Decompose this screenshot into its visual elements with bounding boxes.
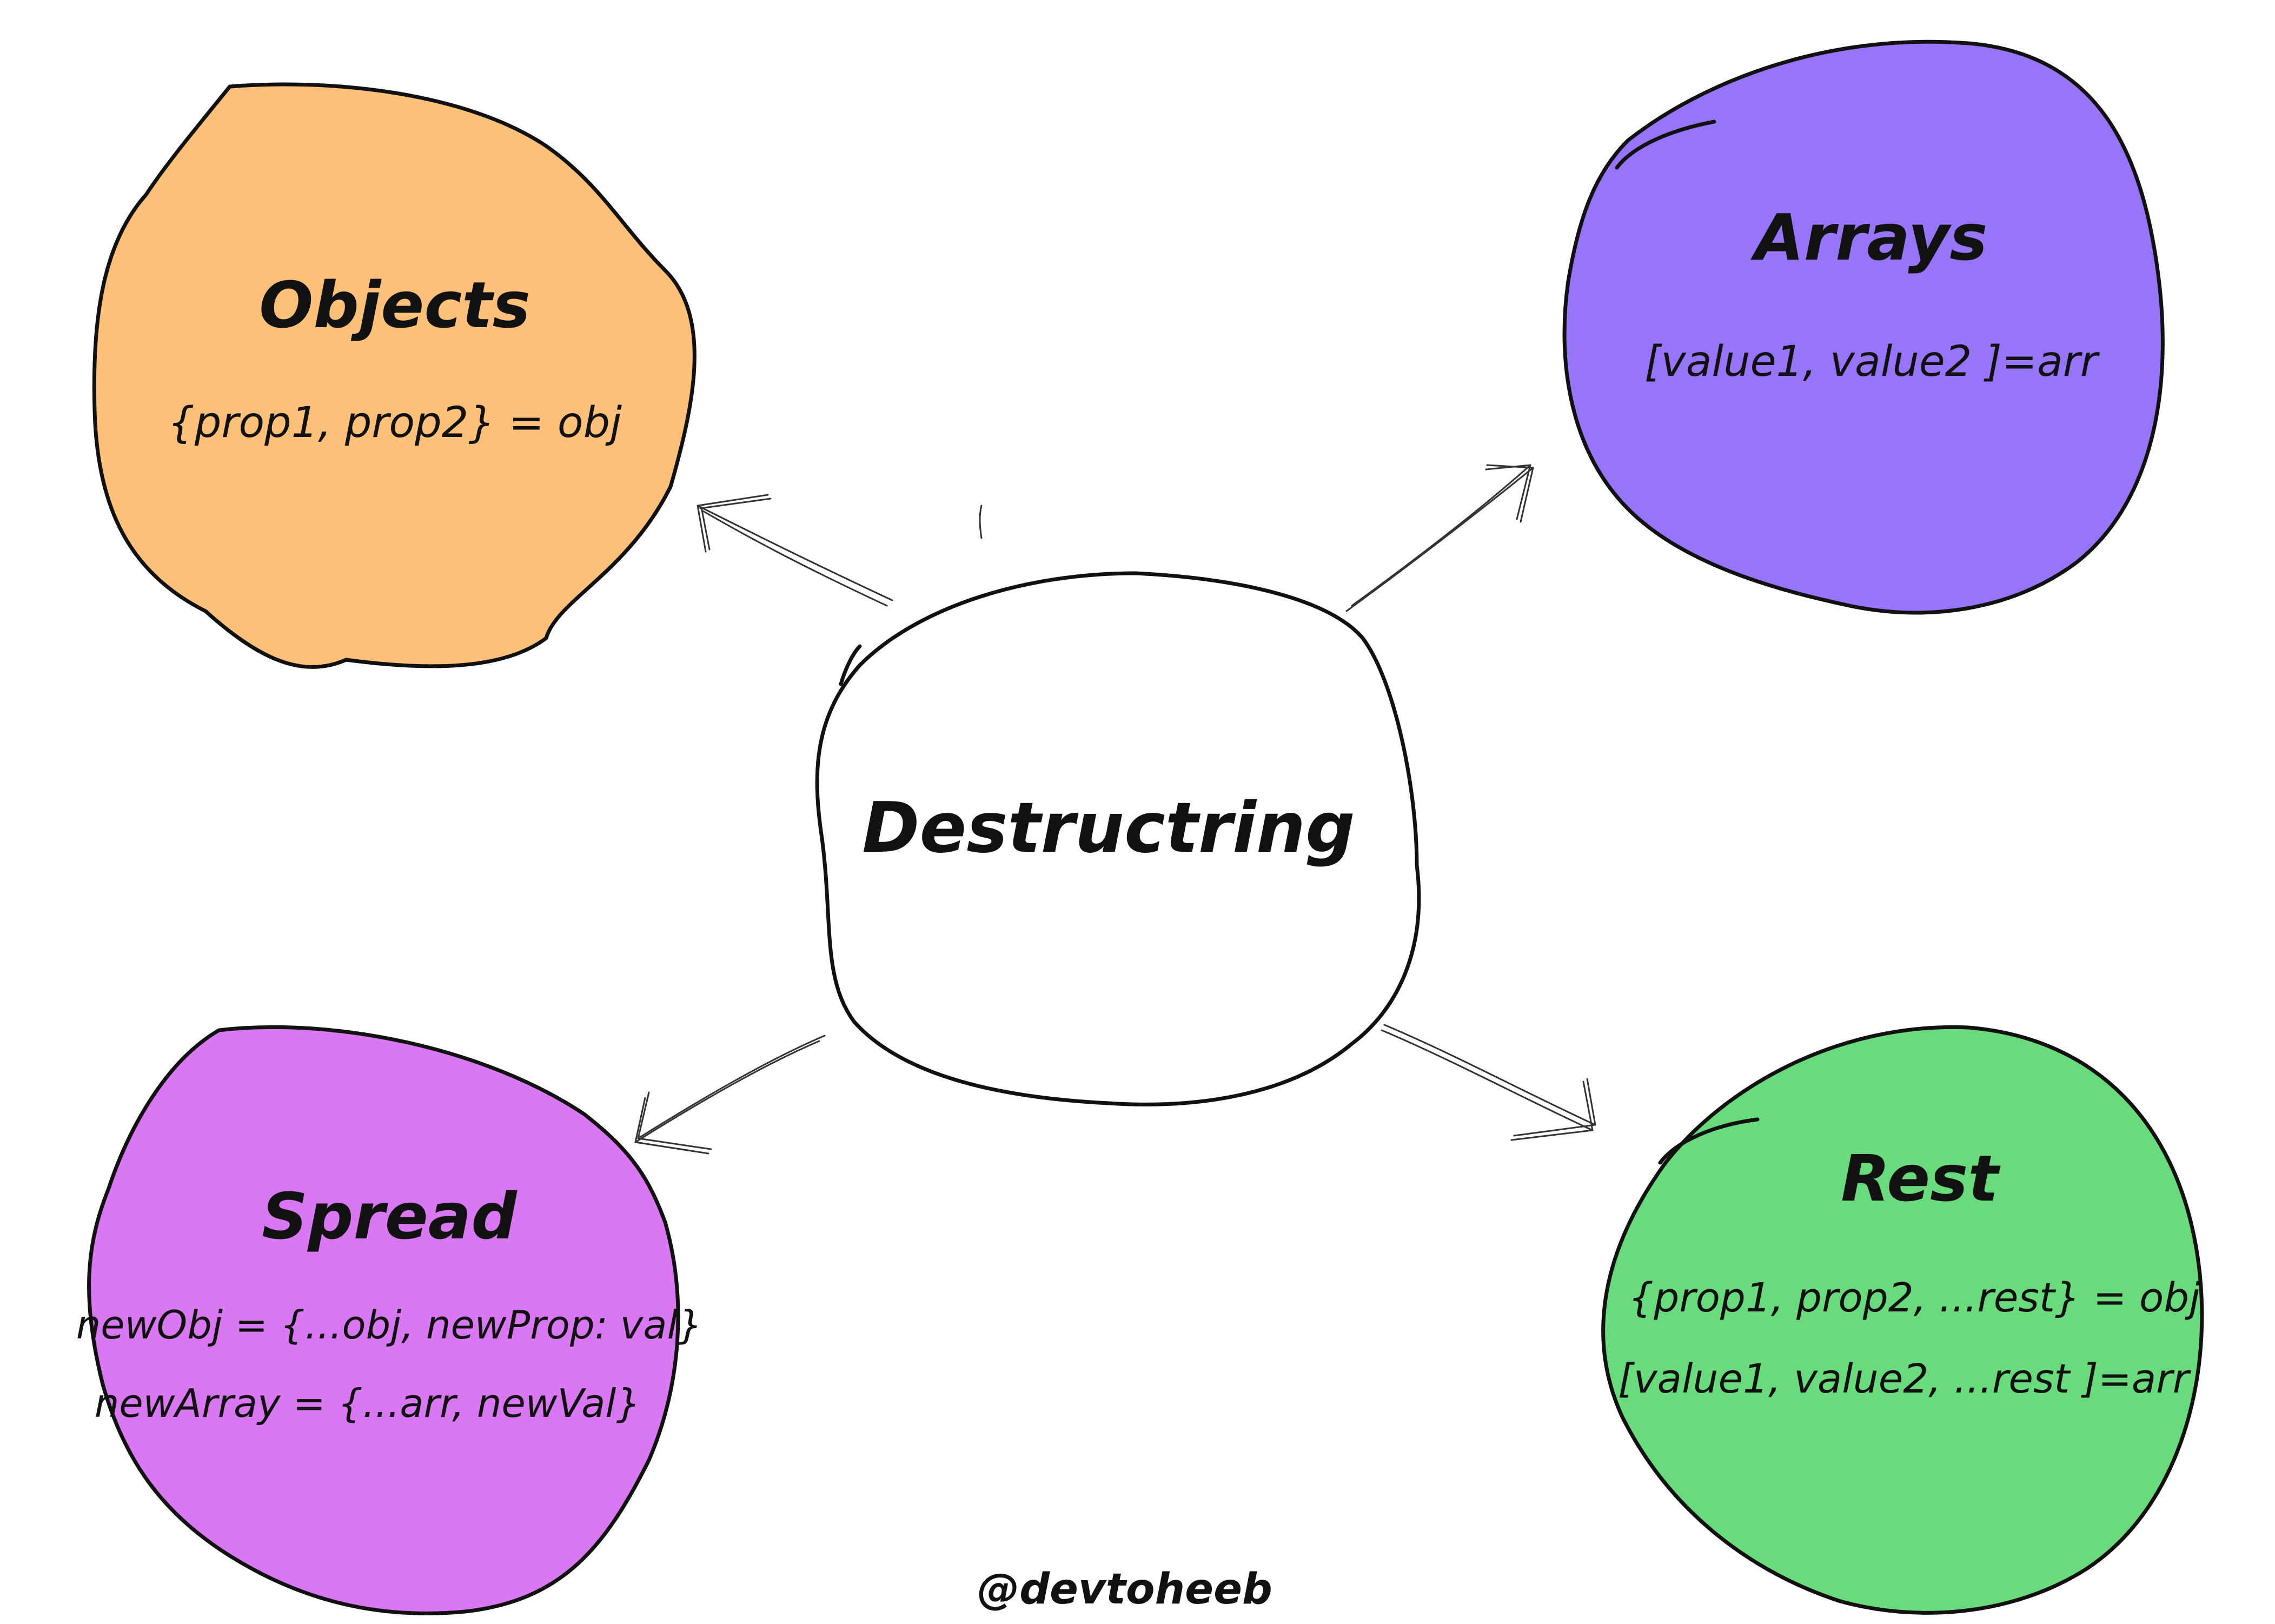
- arrays-title: Arrays: [1750, 200, 1988, 275]
- center-scribble: [839, 644, 862, 686]
- rest-node: Rest {prop1, prop2, ...rest} = obj [valu…: [1601, 1025, 2204, 1615]
- arrays-code-line-1: [value1, value2 ]=arr: [1644, 337, 2100, 386]
- objects-title: Objects: [259, 268, 530, 342]
- objects-code-line-1: {prop1, prop2} = obj: [168, 399, 622, 447]
- arrays-node: Arrays [value1, value2 ]=arr: [1562, 39, 2165, 615]
- rest-blob: [1601, 1025, 2204, 1615]
- spread-node: Spread newObj = {...obj, newProp: val} n…: [76, 1025, 703, 1615]
- objects-blob: [92, 82, 697, 669]
- arrays-blob: [1562, 39, 2165, 615]
- arrow-to-spread: [634, 1035, 826, 1155]
- objects-node: Objects {prop1, prop2} = obj: [92, 82, 697, 669]
- center-blob: [815, 571, 1421, 1106]
- center-title: Destructring: [862, 788, 1355, 869]
- spread-code-line-1: newObj = {...obj, newProp: val}: [76, 1302, 703, 1348]
- arrow-to-rest: [1381, 1024, 1596, 1141]
- rest-title: Rest: [1841, 1141, 2001, 1216]
- spread-blob: [87, 1025, 680, 1615]
- arrays-scribble: [1615, 120, 1716, 170]
- rest-code-line-2: [value1, value2, ...rest ]=arr: [1618, 1356, 2192, 1402]
- arrow-to-arrays: [1345, 464, 1534, 612]
- rest-code-line-1: {prop1, prop2, ...rest} = obj: [1628, 1275, 2200, 1321]
- center-node: Destructring: [815, 571, 1421, 1106]
- arrow-to-objects: [697, 494, 893, 607]
- spread-title: Spread: [262, 1179, 518, 1254]
- rest-scribble: [1658, 1117, 1760, 1165]
- spread-code-line-2: newArray = {...arr, newVal}: [95, 1381, 641, 1426]
- author-credit: @devtoheeb: [977, 1565, 1272, 1614]
- stray-mark: [979, 505, 983, 539]
